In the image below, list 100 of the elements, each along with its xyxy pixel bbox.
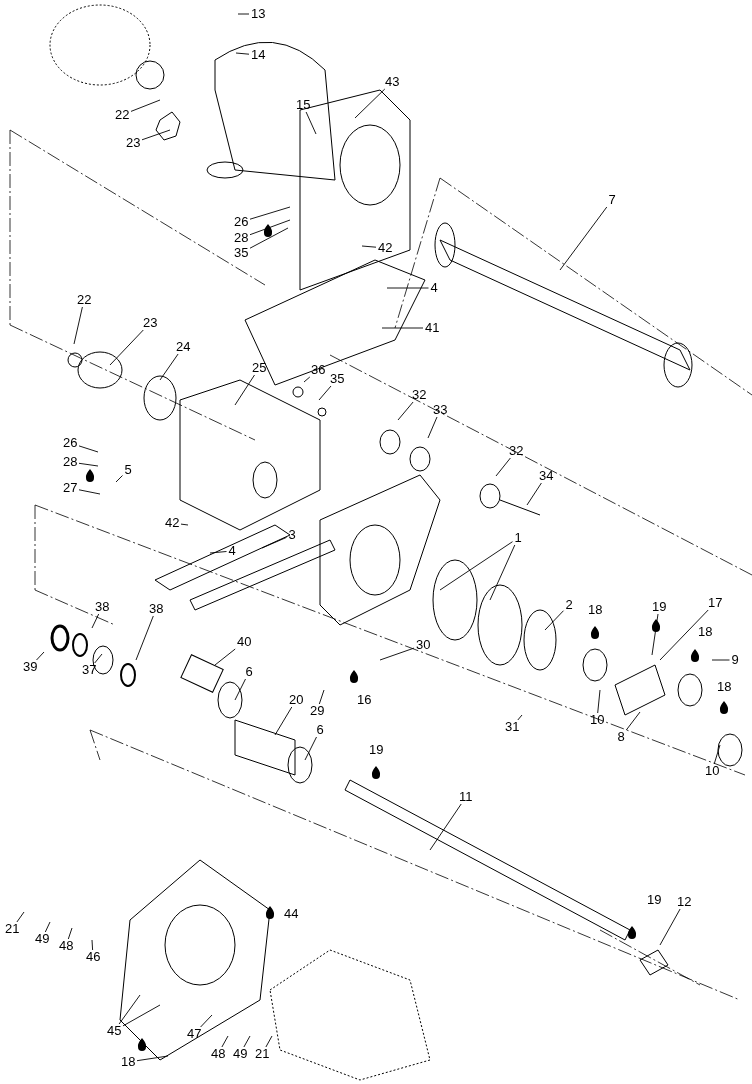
callout-number: 35 bbox=[233, 246, 250, 260]
callout-number: 15 bbox=[295, 98, 312, 112]
leader-line bbox=[209, 551, 227, 554]
callout-number: 35 bbox=[329, 372, 346, 386]
callout-number: 42 bbox=[164, 516, 181, 530]
callout-number: 19 bbox=[646, 893, 663, 907]
leader-line bbox=[109, 329, 144, 366]
callout-number: 19 bbox=[368, 743, 385, 757]
leader-line bbox=[659, 908, 681, 946]
leader-line bbox=[318, 689, 325, 705]
callout-number: 21 bbox=[4, 922, 21, 936]
leader-line bbox=[651, 613, 659, 656]
callout-number: 42 bbox=[377, 241, 394, 255]
callout-number: 28 bbox=[233, 231, 250, 245]
callout-number: 33 bbox=[432, 403, 449, 417]
leader-line bbox=[180, 523, 189, 526]
callout-number: 10 bbox=[589, 713, 606, 727]
callout-number: 20 bbox=[288, 693, 305, 707]
leader-line bbox=[243, 1035, 251, 1048]
leader-line bbox=[659, 609, 709, 661]
leader-line bbox=[130, 99, 161, 112]
callout-number: 17 bbox=[707, 596, 724, 610]
callout-number: 28 bbox=[62, 455, 79, 469]
callout-number: 2 bbox=[564, 598, 574, 612]
callout-number: 30 bbox=[415, 638, 432, 652]
leader-line bbox=[354, 88, 386, 119]
leader-line bbox=[249, 227, 289, 249]
callout-number: 1 bbox=[513, 531, 523, 545]
callout-number: 41 bbox=[424, 321, 441, 335]
leader-line bbox=[386, 287, 429, 289]
leader-line bbox=[115, 475, 123, 483]
callout-number: 43 bbox=[384, 75, 401, 89]
callout-number: 34 bbox=[538, 469, 555, 483]
callout-number: 23 bbox=[125, 136, 142, 150]
callout-number: 10 bbox=[704, 764, 721, 778]
leader-line bbox=[122, 1004, 161, 1027]
leader-line bbox=[78, 445, 99, 453]
leader-line bbox=[361, 245, 377, 248]
callout-number: 49 bbox=[232, 1047, 249, 1061]
leader-line bbox=[235, 52, 250, 55]
callout-number: 37 bbox=[81, 663, 98, 677]
leader-line bbox=[544, 610, 564, 631]
leader-line bbox=[135, 615, 154, 661]
leader-line bbox=[67, 927, 73, 940]
leader-line bbox=[597, 689, 601, 714]
leader-line bbox=[118, 994, 141, 1025]
callout-number: 5 bbox=[123, 463, 133, 477]
callout-number: 8 bbox=[616, 730, 626, 744]
leader-line bbox=[397, 401, 414, 421]
leader-line bbox=[625, 711, 641, 731]
leader-line bbox=[711, 659, 730, 661]
leader-line bbox=[36, 651, 45, 661]
leader-line bbox=[303, 376, 311, 383]
callout-number: 6 bbox=[244, 665, 254, 679]
leader-line bbox=[249, 206, 291, 220]
leader-line bbox=[159, 353, 179, 381]
callout-number: 19 bbox=[651, 600, 668, 614]
leader-line bbox=[713, 744, 721, 765]
leader-line bbox=[91, 613, 100, 629]
callout-number: 18 bbox=[587, 603, 604, 617]
leader-line bbox=[214, 648, 236, 666]
callout-number: 4 bbox=[429, 281, 439, 295]
callout-number: 40 bbox=[236, 635, 253, 649]
callout-number: 26 bbox=[233, 215, 250, 229]
leader-line bbox=[489, 544, 516, 601]
leader-line bbox=[318, 385, 332, 401]
callout-number: 18 bbox=[716, 680, 733, 694]
callout-number: 48 bbox=[210, 1047, 227, 1061]
leader-line bbox=[221, 1035, 229, 1048]
leader-line bbox=[261, 536, 287, 549]
callout-number: 23 bbox=[142, 316, 159, 330]
callout-number: 45 bbox=[106, 1024, 123, 1038]
leader-line bbox=[495, 457, 511, 477]
callout-number: 39 bbox=[22, 660, 39, 674]
callout-number: 29 bbox=[309, 704, 326, 718]
leader-line bbox=[265, 1035, 273, 1048]
callout-number: 47 bbox=[186, 1027, 203, 1041]
leader-line bbox=[237, 13, 250, 15]
callout-number: 38 bbox=[94, 600, 111, 614]
leader-line bbox=[234, 374, 255, 406]
leader-line bbox=[78, 462, 99, 467]
callout-number: 3 bbox=[287, 528, 297, 542]
callout-number: 25 bbox=[251, 361, 268, 375]
callout-number: 31 bbox=[504, 720, 521, 734]
callout-number: 32 bbox=[411, 388, 428, 402]
leader-line bbox=[94, 653, 103, 664]
callout-number: 4 bbox=[227, 544, 237, 558]
leader-line bbox=[427, 416, 438, 439]
callout-number: 44 bbox=[283, 907, 300, 921]
leader-line bbox=[559, 206, 608, 271]
callout-number: 6 bbox=[315, 723, 325, 737]
callout-number: 21 bbox=[254, 1047, 271, 1061]
leader-line bbox=[304, 736, 317, 761]
leader-line bbox=[274, 706, 293, 736]
leader-line bbox=[305, 111, 317, 135]
callout-number: 49 bbox=[34, 932, 51, 946]
leader-line bbox=[141, 129, 171, 141]
leader-line bbox=[234, 678, 246, 701]
callout-number: 48 bbox=[58, 939, 75, 953]
leader-line bbox=[517, 714, 523, 721]
